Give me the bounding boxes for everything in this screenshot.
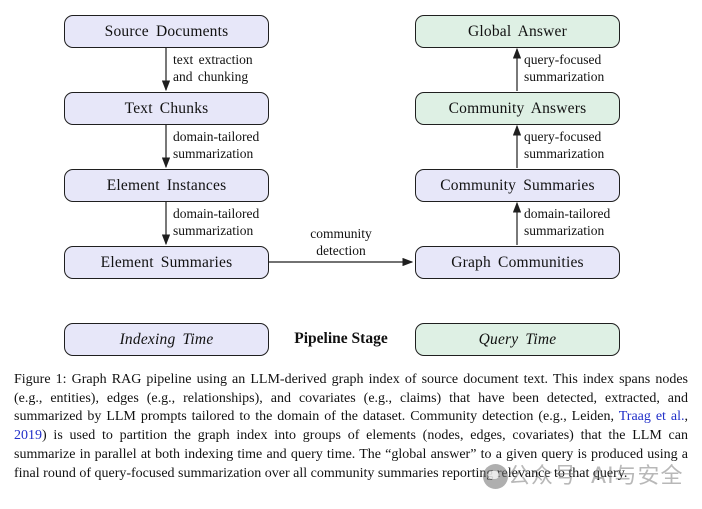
citation-link-traag[interactable]: Traag et al.	[618, 409, 685, 425]
node-graph-communities: Graph Communities	[415, 246, 620, 279]
citation-link-year[interactable]: 2019	[14, 428, 42, 444]
node-community-summaries: Community Summaries	[415, 169, 620, 202]
node-element-summaries: Element Summaries	[64, 246, 269, 279]
edge-label-query-summarization-2: query-focused summarization	[524, 129, 605, 161]
caption-separator: ,	[684, 409, 689, 425]
flow-arrows	[161, 47, 522, 267]
graphrag-pipeline-diagram: Source Documents Text Chunks Element Ins…	[64, 15, 620, 356]
legend-pipeline-stage: Pipeline Stage	[294, 329, 388, 347]
legend-indexing-time: Indexing Time	[64, 323, 269, 356]
caption-text-1: Figure 1: Graph RAG pipeline using an LL…	[14, 372, 688, 425]
caption-text-2: ) is used to partition the graph index i…	[14, 428, 688, 481]
node-element-instances: Element Instances	[64, 169, 269, 202]
edge-label-domain-summarization-2: domain-tailored summarization	[173, 206, 260, 238]
node-community-answers: Community Answers	[415, 92, 620, 125]
node-global-answer: Global Answer	[415, 15, 620, 48]
figure-caption: Figure 1: Graph RAG pipeline using an LL…	[14, 371, 688, 483]
edge-label-query-summarization-1: query-focused summarization	[524, 52, 605, 84]
node-source-documents: Source Documents	[64, 15, 269, 48]
legend-query-time: Query Time	[415, 323, 620, 356]
edge-label-community-detection: community detection	[310, 226, 372, 258]
edge-label-text-extraction: text extraction and chunking	[173, 52, 253, 84]
node-text-chunks: Text Chunks	[64, 92, 269, 125]
edge-label-domain-summarization-1: domain-tailored summarization	[173, 129, 260, 161]
edge-label-domain-summarization-3: domain-tailored summarization	[524, 206, 611, 238]
